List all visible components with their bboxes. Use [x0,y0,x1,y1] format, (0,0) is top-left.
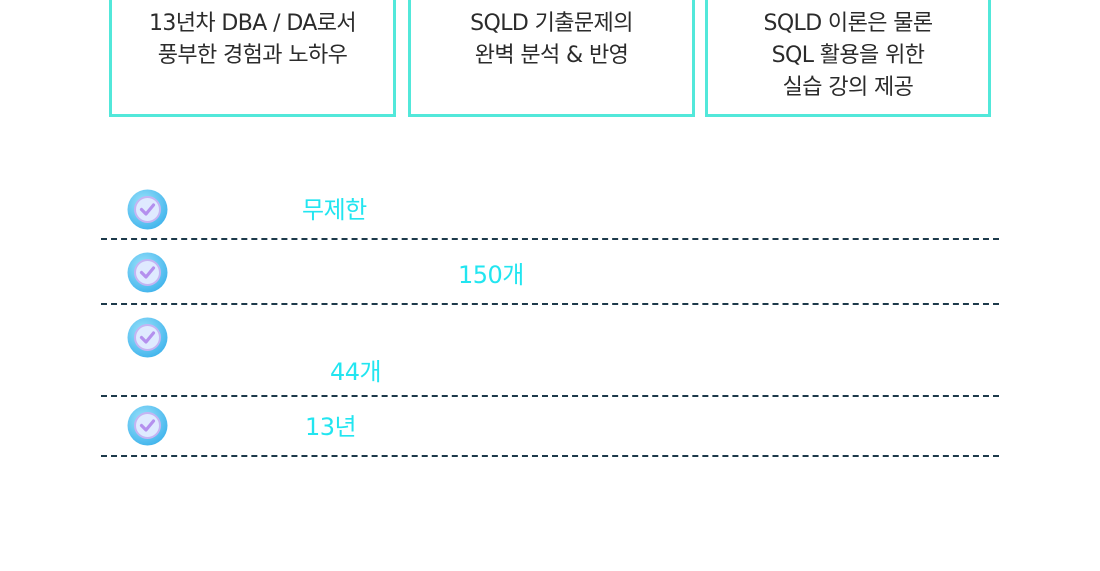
card-text-line: 13년차 DBA / DA로서 [148,11,357,36]
feature-highlight-unlimited: 무제한 [302,196,367,224]
card-text-line: 풍부한 경험과 노하우 [157,43,348,68]
feature-highlight-count-44: 44개 [330,358,382,386]
card-text-line: SQLD 기출문제의 [470,11,633,36]
feature-highlight-years-13: 13년 [305,413,357,441]
check-circle-icon [127,405,168,446]
check-circle-icon [127,252,168,293]
check-circle-icon [127,317,168,358]
feature-highlight-count-150: 150개 [458,261,524,289]
dashed-divider [101,455,999,457]
feature-card-past-exams: SQLD 기출문제의 완벽 분석 & 반영 [408,0,695,117]
card-text-line: SQL 활용을 위한 [771,43,925,68]
feature-card-experience: 13년차 DBA / DA로서 풍부한 경험과 노하우 [109,0,396,117]
dashed-divider [101,303,999,305]
check-circle-icon [127,189,168,230]
card-text-line: 실습 강의 제공 [782,75,914,100]
feature-card-practice: SQLD 이론은 물론 SQL 활용을 위한 실습 강의 제공 [705,0,991,117]
dashed-divider [101,395,999,397]
card-text-line: 완벽 분석 & 반영 [474,43,629,68]
card-text-line: SQLD 이론은 물론 [763,11,933,36]
dashed-divider [101,238,999,240]
